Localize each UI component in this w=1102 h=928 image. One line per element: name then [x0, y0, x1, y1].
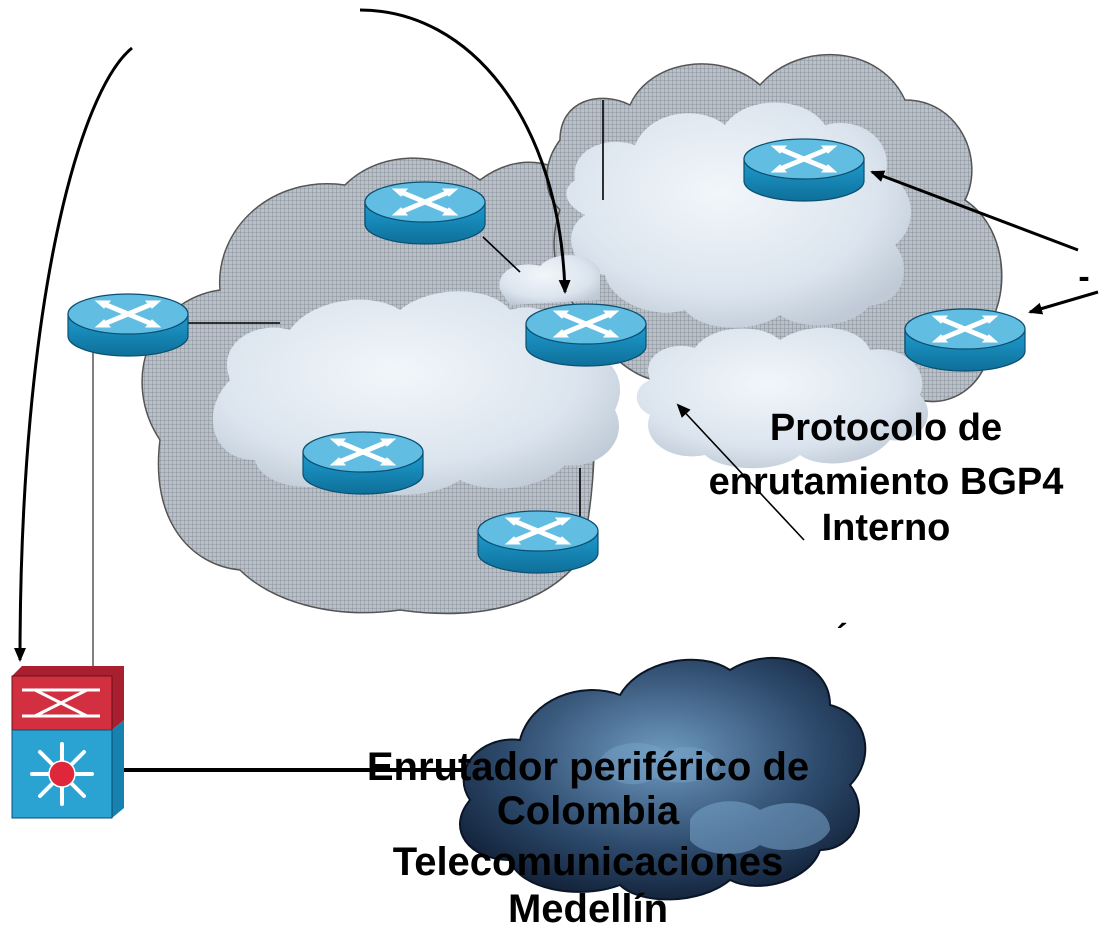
accent-mark: ´	[836, 618, 847, 656]
curved-arrow	[359, 8, 571, 294]
router-icon	[744, 139, 864, 201]
router-icon	[303, 432, 423, 494]
router-icon	[365, 182, 485, 244]
edge-label-line: Telecomunicaciones	[393, 840, 784, 884]
dash-mark: -	[1078, 258, 1089, 296]
edge-label-line: Enrutador periférico de	[367, 745, 809, 789]
router-icon	[478, 511, 598, 573]
router-icon	[905, 309, 1025, 371]
pointer-arrow	[870, 170, 1079, 252]
router-icon	[526, 304, 646, 366]
ibgp-label-line: Interno	[822, 507, 951, 549]
edge-router-label: Enrutador periférico de Colombia Telecom…	[367, 745, 809, 928]
curved-arrow	[14, 46, 133, 662]
provider-cloud-icon	[458, 656, 867, 901]
link-lines	[92, 100, 604, 670]
ibgp-label-line: enrutamiento BGP4	[709, 461, 1064, 503]
edge-label-line: Colombia	[497, 789, 680, 833]
ibgp-label-line: Protocolo de	[770, 407, 1002, 449]
pointer-arrow	[676, 403, 805, 541]
router-icon	[68, 294, 188, 356]
pointer-arrow	[1028, 290, 1099, 315]
multilayer-switch-icon	[11, 666, 124, 819]
ibgp-label: Protocolo de enrutamiento BGP4 Interno	[709, 407, 1064, 549]
edge-label-line: Medellín	[508, 887, 668, 928]
